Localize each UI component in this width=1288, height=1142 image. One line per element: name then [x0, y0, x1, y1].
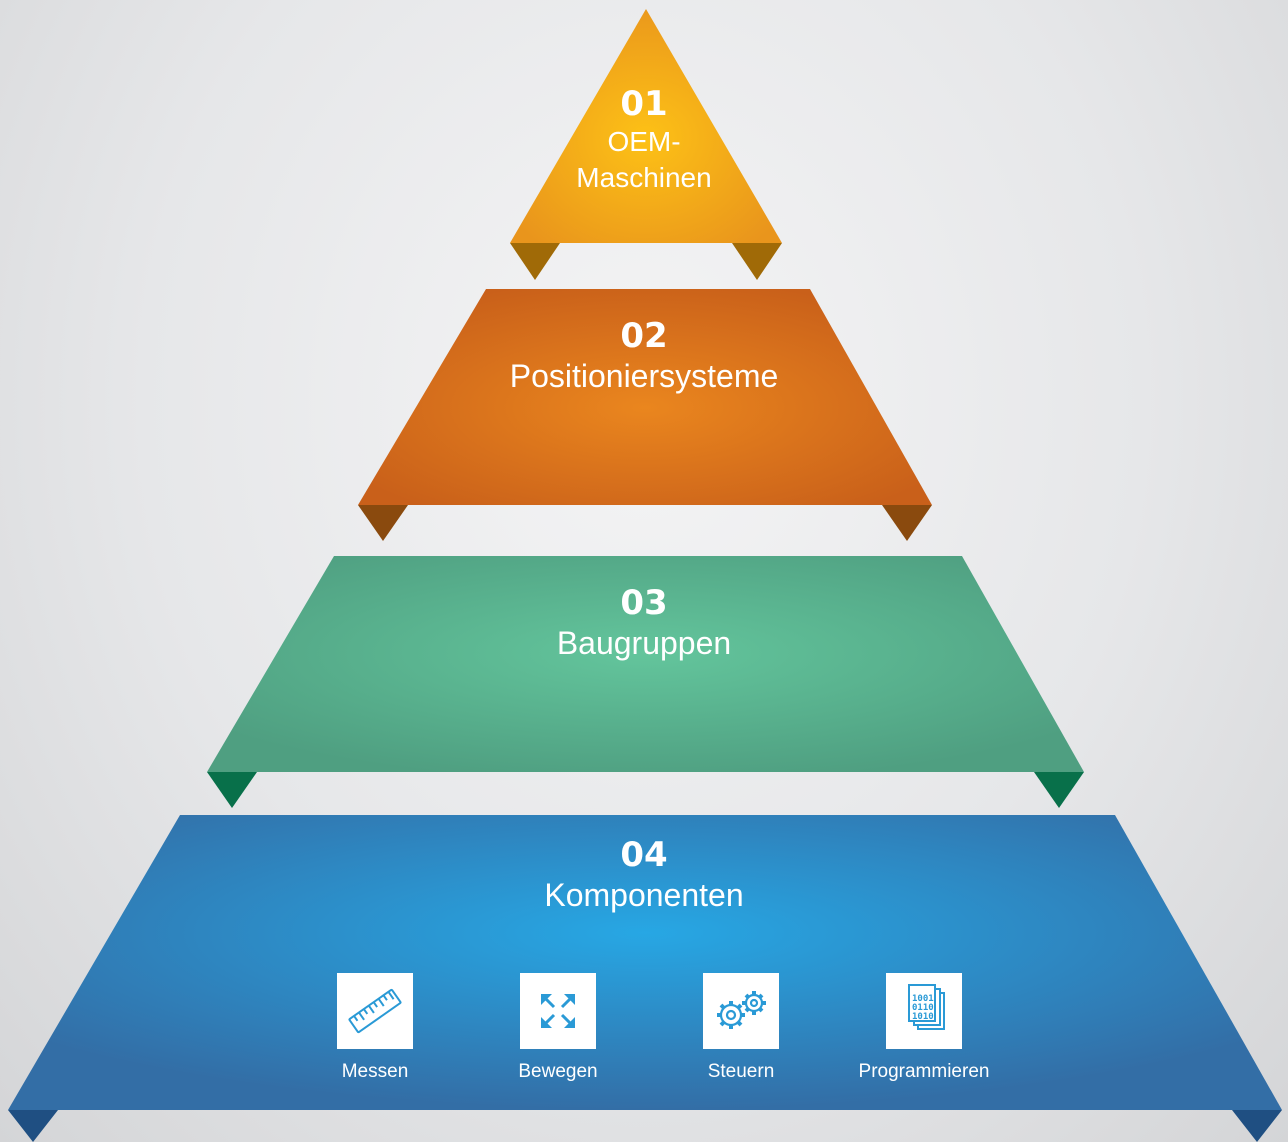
tier-1 [510, 9, 782, 280]
tier-2-name: Positioniersysteme [509, 358, 779, 394]
feature-tile-programmieren: 1001 0110 1010 [886, 973, 962, 1049]
tier-4-name: Komponenten [544, 877, 744, 913]
svg-text:1001: 1001 [912, 994, 934, 1004]
feature-label-bewegen: Bewegen [518, 1061, 598, 1082]
tier-3-name: Baugruppen [556, 625, 732, 661]
tier-3-right-fold [1034, 772, 1084, 808]
tier-4-left-fold [8, 1110, 58, 1142]
tier-4 [8, 815, 1282, 1142]
tier-1-number: 01 [620, 84, 668, 124]
ruler-icon [348, 988, 402, 1034]
feature-label-programmieren: Programmieren [858, 1061, 990, 1082]
tier-3-number: 03 [620, 583, 668, 623]
binary-document-icon: 1001 0110 1010 [908, 984, 945, 1030]
tier-1-right-fold [732, 243, 782, 280]
tier-4-shape [8, 815, 1282, 1110]
tier-1-name: OEM- Maschinen [576, 126, 712, 193]
svg-text:1010: 1010 [912, 1012, 934, 1022]
tier-1-shape [510, 9, 782, 243]
tier-2-shape [358, 289, 932, 505]
tier-4-number: 04 [620, 835, 668, 875]
tier-4-label: 04 Komponenten [0, 835, 1288, 915]
svg-text:0110: 0110 [912, 1003, 934, 1013]
tier-3-shape [207, 556, 1084, 772]
feature-label-messen: Messen [341, 1061, 409, 1082]
tier-3-label: 03 Baugruppen [0, 583, 1288, 663]
gears-icon [717, 991, 766, 1029]
tier-4-right-fold [1232, 1110, 1282, 1142]
tier-3 [207, 556, 1084, 808]
feature-tile-messen [337, 973, 413, 1049]
feature-tile-bewegen [520, 973, 596, 1049]
tier-2-left-fold [358, 505, 408, 541]
tier-2-right-fold [882, 505, 932, 541]
tier-2-label: 02 Positioniersysteme [0, 316, 1288, 396]
tier-2 [358, 289, 932, 541]
tier-1-left-fold [510, 243, 560, 280]
move-arrows-icon [541, 994, 575, 1028]
feature-label-steuern: Steuern [707, 1061, 775, 1082]
feature-tile-steuern [703, 973, 779, 1049]
tier-3-left-fold [207, 772, 257, 808]
tier-1-label: 01 OEM- Maschinen [0, 84, 1288, 196]
tier-2-number: 02 [620, 316, 668, 356]
